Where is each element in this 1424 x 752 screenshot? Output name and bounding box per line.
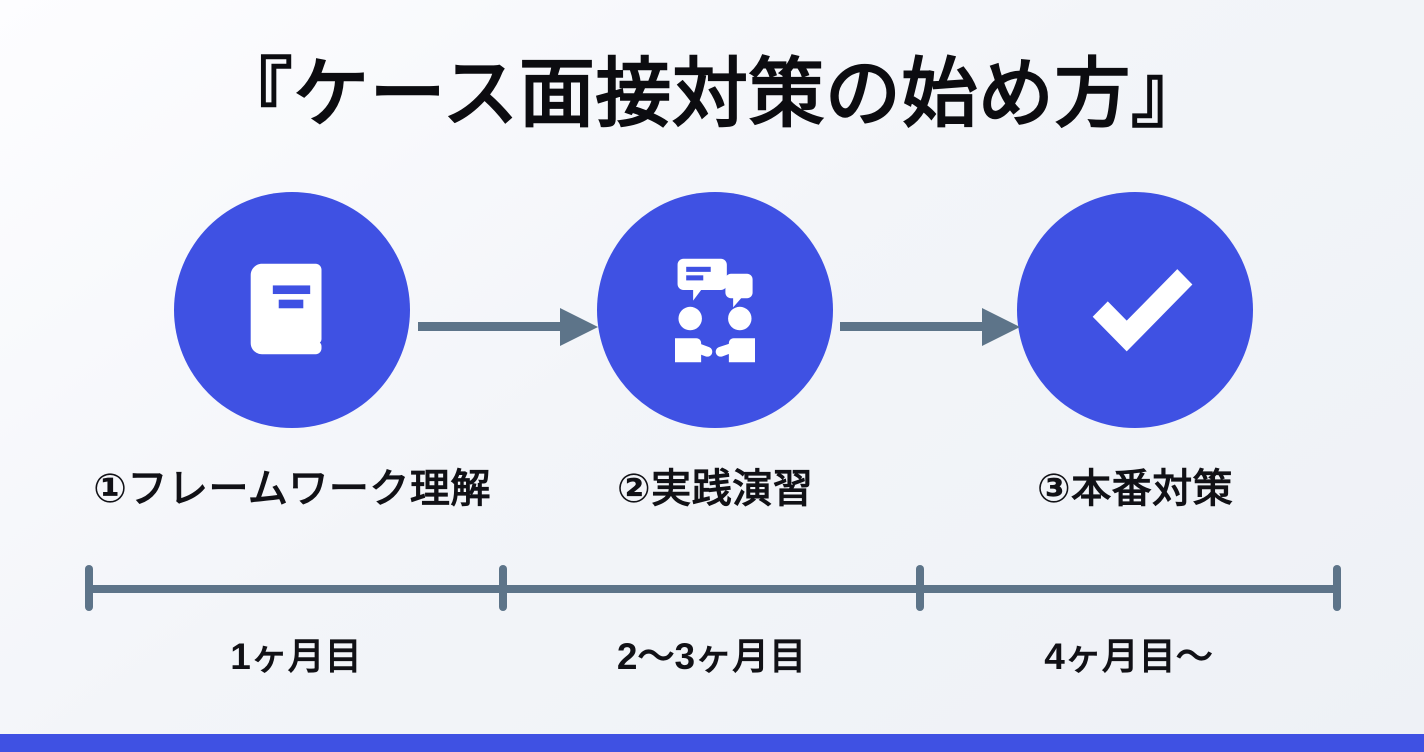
timeline [0,562,1424,618]
step-3-caption: ③本番対策 [1036,467,1234,511]
step-3-circle[interactable] [1017,192,1253,428]
timeline-axis [88,585,1337,593]
timeline-tick-3 [1333,565,1341,611]
arrow-head [982,308,1020,346]
page-title: 『ケース面接対策の始め方』 [216,52,1208,137]
timeline-label-2: 2〜3ヶ月目 [616,636,807,677]
step-1[interactable] [174,192,410,428]
step-2-circle[interactable] [597,192,833,428]
two-people-discussion-icon [651,246,779,374]
timeline-label-3: 4ヶ月目〜 [1044,636,1213,677]
timeline-tick-2 [916,565,924,611]
bottom-accent-bar [0,734,1424,752]
arrow-right-icon-2 [840,306,1024,346]
arrow-shaft [840,322,986,331]
step-3[interactable] [1017,192,1253,428]
step-2-caption: ②実践演習 [616,467,814,511]
step-2[interactable] [597,192,833,428]
arrow-right-icon-1 [418,306,602,346]
check-mark-icon [1064,239,1206,381]
book-icon [233,251,351,369]
timeline-tick-0 [85,565,93,611]
arrow-head [560,308,598,346]
step-1-circle[interactable] [174,192,410,428]
arrow-shaft [418,322,564,331]
step-row [0,192,1424,442]
timeline-label-1: 1ヶ月目 [230,636,362,677]
timeline-tick-1 [499,565,507,611]
step-1-caption: ①フレームワーク理解 [93,467,491,511]
